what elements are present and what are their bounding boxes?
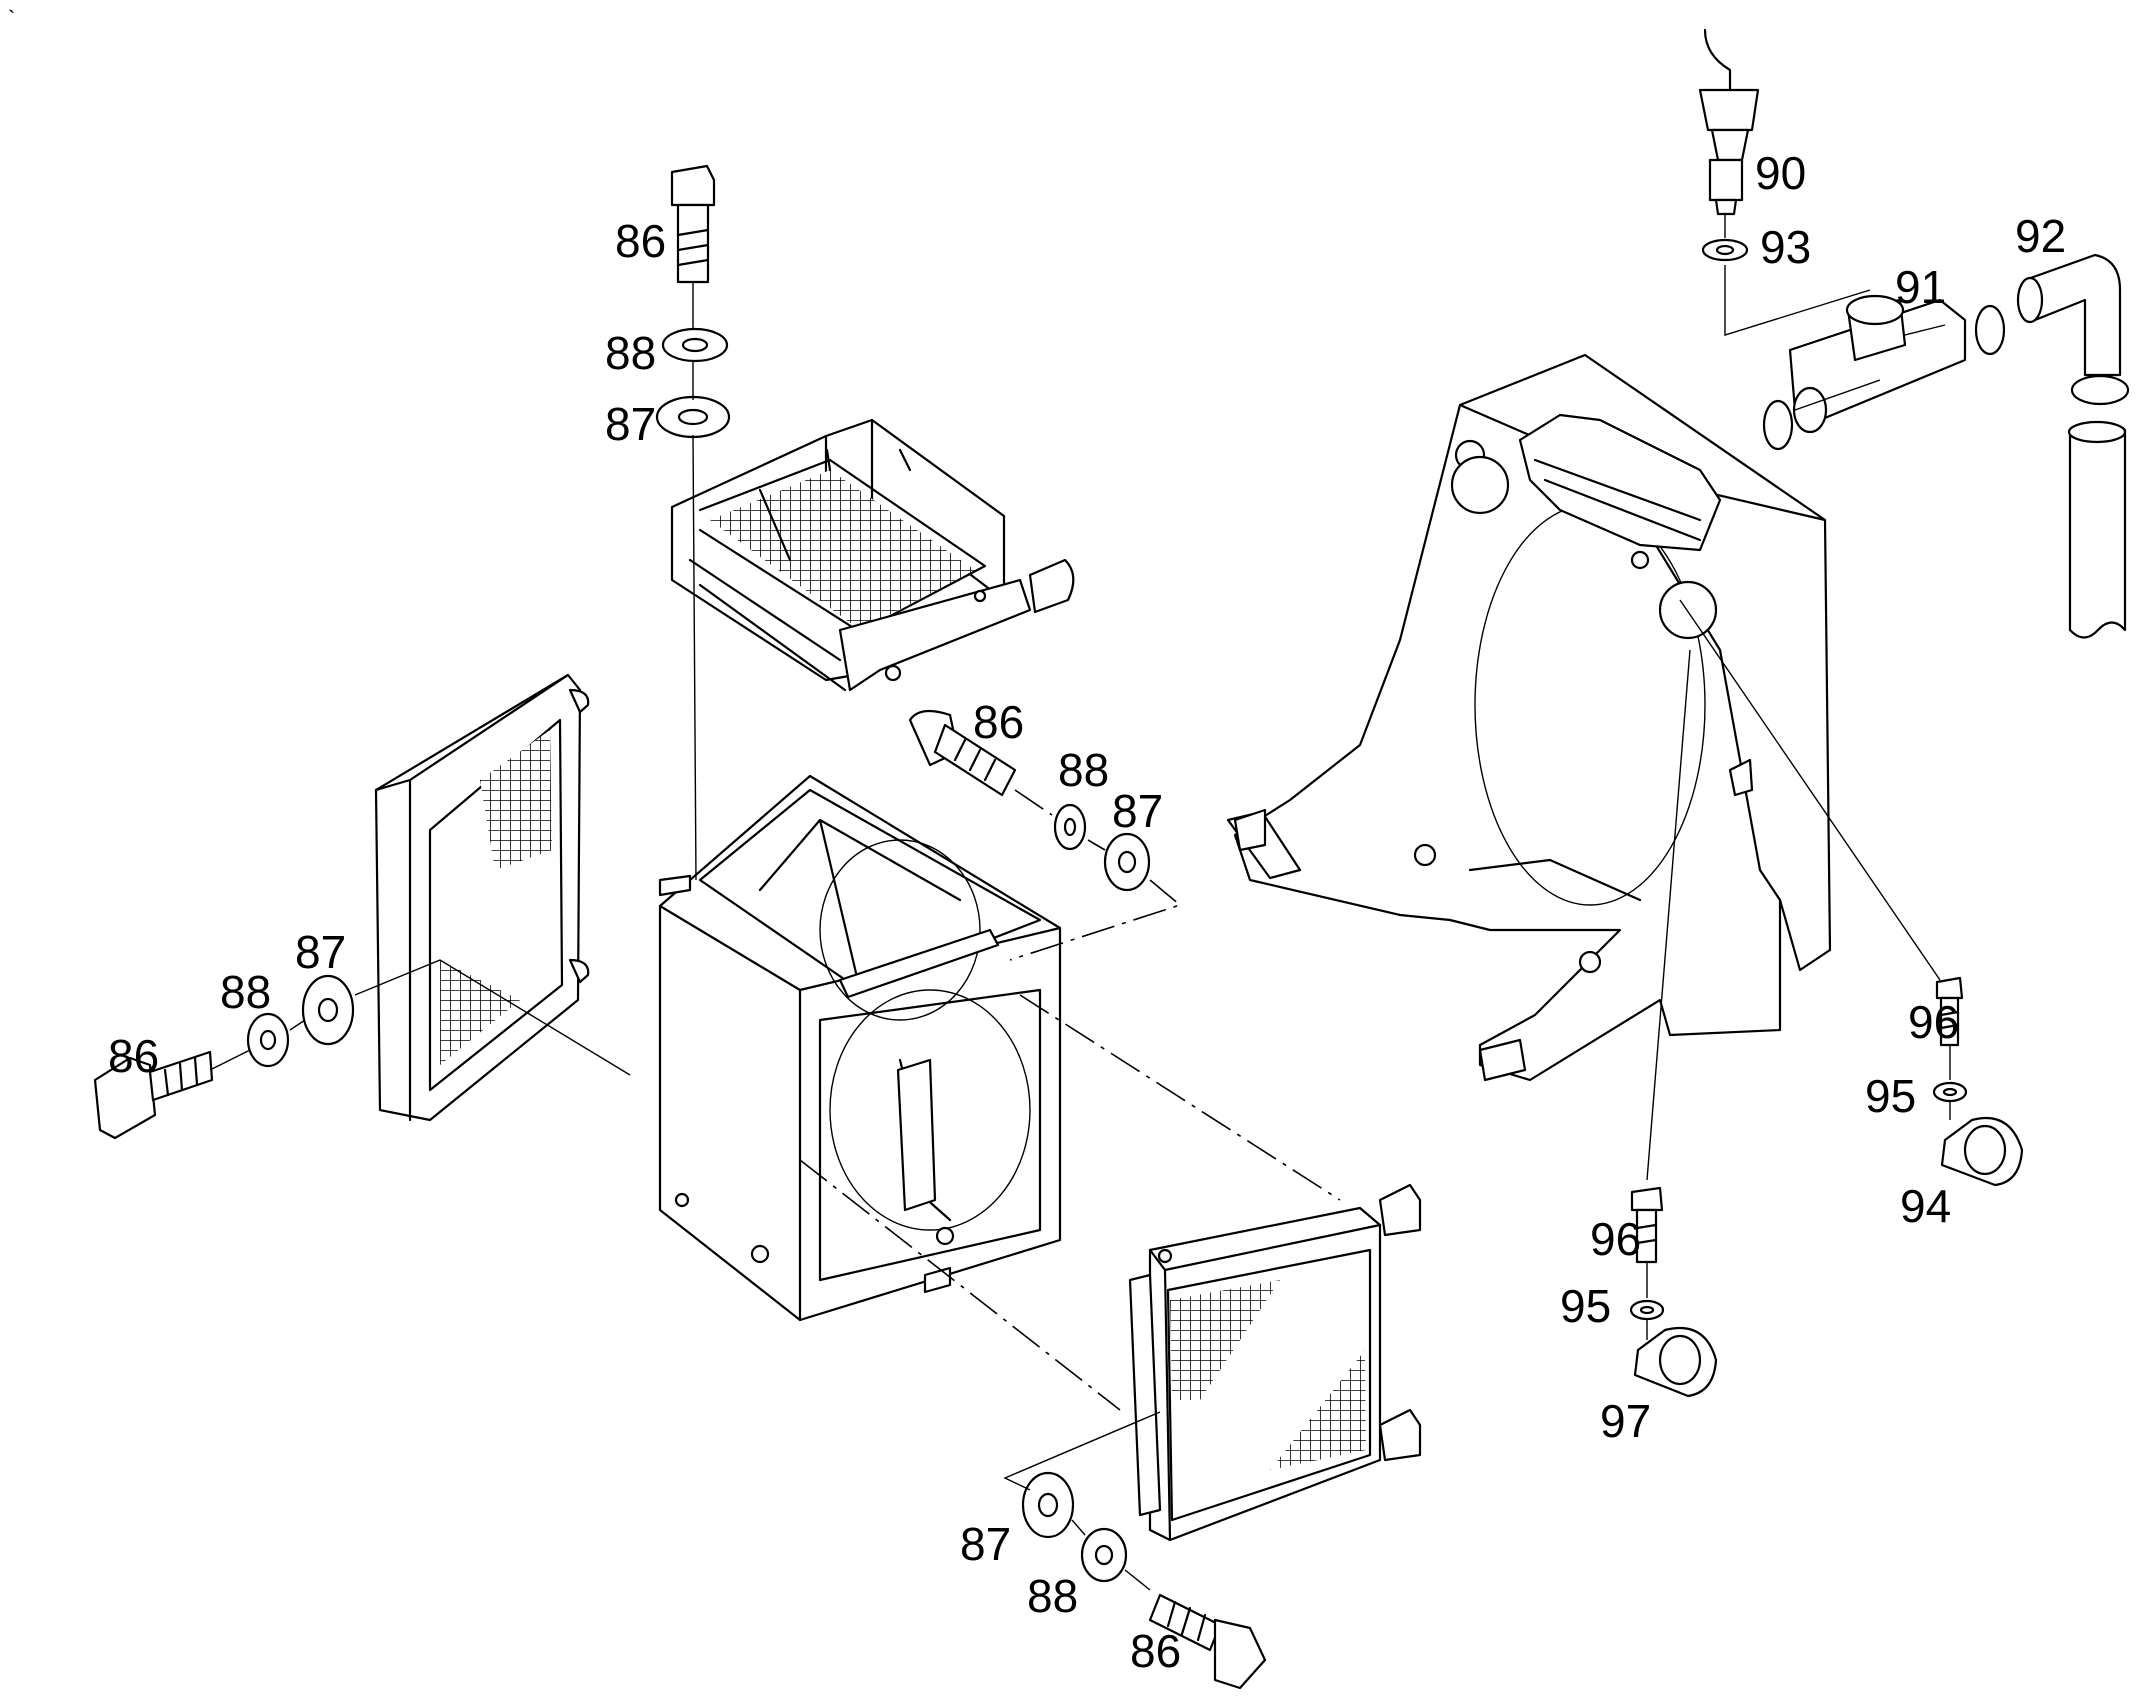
leader-lines xyxy=(209,214,1951,1591)
left-cooler xyxy=(374,673,590,1122)
washer-87-mid xyxy=(1103,832,1151,892)
washer-88-top xyxy=(661,327,729,363)
top-cooler xyxy=(670,418,1075,692)
callout-86-left: 86 xyxy=(108,1030,159,1082)
bolt-86-left xyxy=(93,1050,214,1140)
callout-87-top: 87 xyxy=(605,398,656,450)
callout-92: 92 xyxy=(2015,210,2066,262)
callout-94: 94 xyxy=(1900,1180,1951,1232)
callout-93: 93 xyxy=(1760,221,1811,273)
washer-88-bottom xyxy=(1080,1527,1128,1583)
callout-86-top: 86 xyxy=(615,215,666,267)
callout-88-mid: 88 xyxy=(1058,744,1109,796)
washer-87-top xyxy=(655,395,731,439)
pipe-fittings xyxy=(1698,28,2130,639)
shroud-frame xyxy=(1226,353,1832,1082)
bolt-96-mid xyxy=(1630,1186,1664,1264)
callout-88-bottom: 88 xyxy=(1027,1570,1078,1622)
washer-95-right xyxy=(1932,1081,1968,1103)
callout-95-mid: 95 xyxy=(1560,1280,1611,1332)
callout-86-bottom: 86 xyxy=(1130,1625,1181,1677)
washer-95-mid xyxy=(1629,1299,1665,1321)
callout-96-right: 96 xyxy=(1908,996,1959,1048)
washer-88-left xyxy=(246,1012,290,1068)
callout-97: 97 xyxy=(1600,1395,1651,1447)
callout-87-bottom: 87 xyxy=(960,1518,1011,1570)
callout-88-left: 88 xyxy=(220,966,271,1018)
right-cooler xyxy=(1128,1183,1422,1542)
clip-97 xyxy=(1633,1326,1718,1398)
bolt-86-bottom xyxy=(1148,1593,1267,1690)
corner-mark: ` xyxy=(8,6,15,31)
callout-86-mid: 86 xyxy=(973,696,1024,748)
fan-housing xyxy=(658,774,1062,1322)
callout-87-left: 87 xyxy=(295,926,346,978)
clip-94 xyxy=(1940,1116,2024,1187)
callout-88-top: 88 xyxy=(605,327,656,379)
callouts: 86 88 87 86 88 87 87 88 86 87 88 86 90 9… xyxy=(108,147,2066,1677)
bolt-96-right xyxy=(1935,976,1964,1047)
washer-87-left xyxy=(301,974,355,1046)
bolt-86-top xyxy=(670,164,716,284)
callout-91: 91 xyxy=(1895,261,1946,313)
bolt-86-mid xyxy=(908,709,1017,797)
callout-90: 90 xyxy=(1755,147,1806,199)
washer-88-mid xyxy=(1053,803,1087,851)
callout-87-mid: 87 xyxy=(1112,785,1163,837)
washer-87-bottom xyxy=(1021,1471,1075,1539)
callout-95-right: 95 xyxy=(1865,1070,1916,1122)
callout-96-mid: 96 xyxy=(1590,1213,1641,1265)
